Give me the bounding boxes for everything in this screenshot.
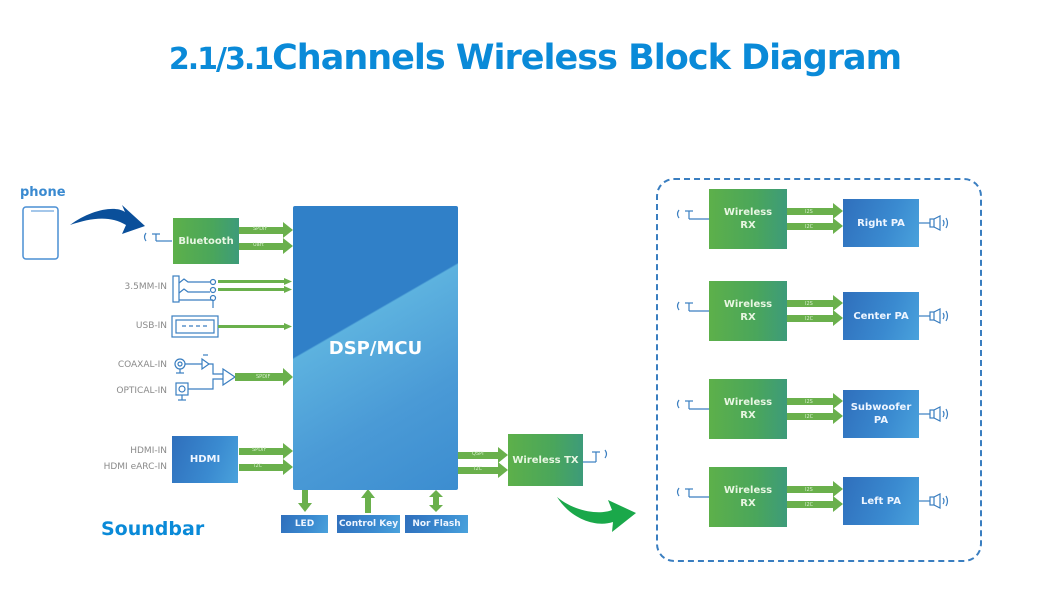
signal-label: I2C (474, 466, 483, 472)
dsp-mcu-block: DSP/MCU (293, 206, 458, 490)
signal-arrow (787, 300, 833, 307)
pa-line: Subwoofer (850, 402, 912, 413)
rx-line: RX (740, 220, 756, 231)
signal-arrowhead (833, 310, 843, 326)
pa-line: Right PA (857, 217, 905, 229)
nor-flash-block: Nor Flash (405, 515, 468, 533)
power-amp-block: Left PA (843, 477, 919, 525)
signal-arrowhead (833, 496, 843, 512)
signal-arrowhead (833, 295, 843, 311)
peripheral-arrows (298, 489, 443, 513)
title-prefix: 2.1/3.1 (168, 42, 274, 77)
pa-line: PA (873, 415, 889, 426)
optical-arrow (235, 368, 293, 386)
usb-arrow (218, 323, 292, 330)
signal-label: I2S (805, 487, 813, 493)
receivers-group (656, 178, 982, 562)
pa-line: Left PA (861, 495, 901, 507)
page-title: 2.1/3.1Channels Wireless Block Diagram (0, 38, 1050, 78)
led-block: LED (281, 515, 328, 533)
aux-arrows (218, 278, 292, 293)
signal-arrowhead (833, 481, 843, 497)
rx-line: Wireless (723, 299, 773, 310)
signal-label: I2S (805, 209, 813, 215)
rx-line: RX (740, 312, 756, 323)
speaker-icon (919, 406, 949, 422)
usb-port-icon (171, 315, 219, 338)
dsp-mcu-label: DSP/MCU (328, 338, 423, 359)
signal-label: I2C (254, 463, 263, 469)
signal-arrow (787, 223, 833, 230)
curved-arrow-icon (70, 205, 145, 234)
hdmi-in-label: HDMI-IN (130, 446, 167, 456)
title-main: Channels Wireless Block Diagram (272, 38, 902, 78)
bluetooth-block: Bluetooth (173, 218, 239, 264)
optical-icon (175, 367, 237, 401)
green-curved-arrow-icon (557, 497, 636, 532)
signal-arrow (787, 315, 833, 322)
signal-label: I2C (805, 414, 814, 420)
control-key-block: Control Key (337, 515, 400, 533)
hdmi-block: HDMI (172, 436, 238, 483)
rx-line: Wireless (723, 397, 773, 408)
tablet-icon (22, 206, 59, 260)
signal-label: I2C (805, 502, 814, 508)
tx-arrows (458, 447, 508, 478)
speaker-icon (919, 493, 949, 509)
antenna-icon (143, 232, 172, 242)
signal-label: SPDIF (252, 447, 267, 453)
signal-arrowhead (833, 218, 843, 234)
signal-arrowhead (833, 393, 843, 409)
signal-label: QSPI (472, 451, 484, 457)
antenna-icon (676, 301, 709, 312)
hdmi-arrows (239, 443, 293, 475)
speaker-icon (919, 215, 949, 231)
wireless-tx-block: Wireless TX (508, 434, 583, 486)
signal-arrow (787, 208, 833, 215)
antenna-icon (676, 209, 709, 220)
optical-in-label: OPTICAL-IN (116, 386, 167, 396)
tx-antenna-icon (583, 449, 608, 463)
signal-label: I2C (805, 224, 814, 230)
signal-label: I2C (805, 316, 814, 322)
coaxial-in-label: COAXAL-IN (117, 360, 167, 370)
aux-in-label: 3.5MM-IN (124, 282, 167, 292)
signal-arrow (787, 486, 833, 493)
signal-arrow (787, 398, 833, 405)
signal-label: SPDIF (253, 226, 268, 232)
usb-in-label: USB-IN (135, 321, 167, 331)
bluetooth-arrows (239, 222, 293, 254)
rx-line: RX (740, 498, 756, 509)
signal-arrowhead (833, 203, 843, 219)
signal-arrowhead (833, 408, 843, 424)
rx-line: Wireless (723, 207, 773, 218)
signal-label: SPDIF (256, 374, 271, 380)
power-amp-block: Center PA (843, 292, 919, 340)
coaxial-icon (174, 354, 223, 375)
antenna-icon (676, 399, 709, 410)
signal-label: Uart (253, 242, 264, 248)
soundbar-label: Soundbar (101, 518, 205, 540)
pa-line: Center PA (853, 310, 909, 322)
signal-label: I2S (805, 399, 813, 405)
power-amp-block: Right PA (843, 199, 919, 247)
speaker-icon (919, 308, 949, 324)
signal-label: I2S (805, 301, 813, 307)
hdmi-earc-in-label: HDMI eARC-IN (103, 462, 167, 472)
rx-line: RX (740, 410, 756, 421)
signal-arrow (787, 413, 833, 420)
phone-label: phone (20, 185, 66, 200)
signal-arrow (787, 501, 833, 508)
antenna-icon (676, 487, 709, 498)
rx-line: Wireless (723, 485, 773, 496)
audio-jack-icon (172, 275, 217, 308)
